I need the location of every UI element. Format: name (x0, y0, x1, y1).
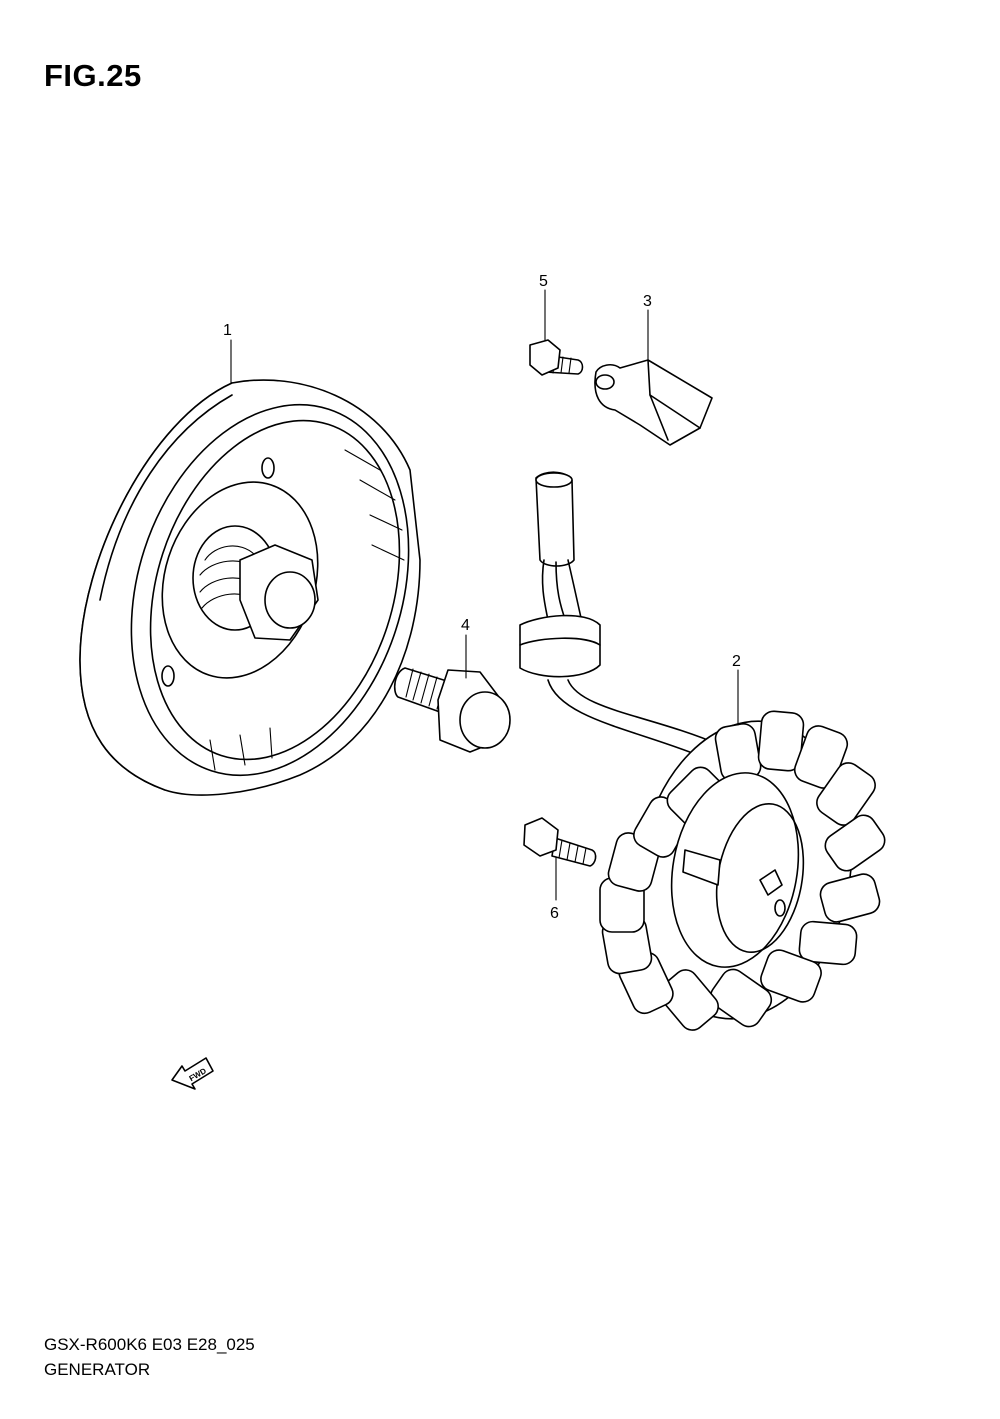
stator-assembly-part (519, 471, 886, 1031)
fwd-direction-arrow: FWD (171, 1057, 214, 1090)
callout-6: 6 (550, 905, 559, 922)
section-name: GENERATOR (44, 1360, 151, 1379)
bolt-6-part (523, 817, 597, 867)
callout-5: 5 (539, 273, 548, 290)
figure-title: FIG.25 (44, 58, 142, 93)
callout-2: 2 (732, 653, 741, 670)
callout-4: 4 (461, 617, 470, 634)
callout-3: 3 (643, 293, 652, 310)
clamp-bracket-3-part (594, 359, 713, 446)
bolt-4-part (393, 667, 511, 753)
bolt-5-part (529, 339, 584, 376)
rotor-flywheel-part (79, 379, 421, 796)
model-code: GSX-R600K6 E03 E28_025 (44, 1335, 255, 1354)
callout-1: 1 (223, 322, 232, 339)
